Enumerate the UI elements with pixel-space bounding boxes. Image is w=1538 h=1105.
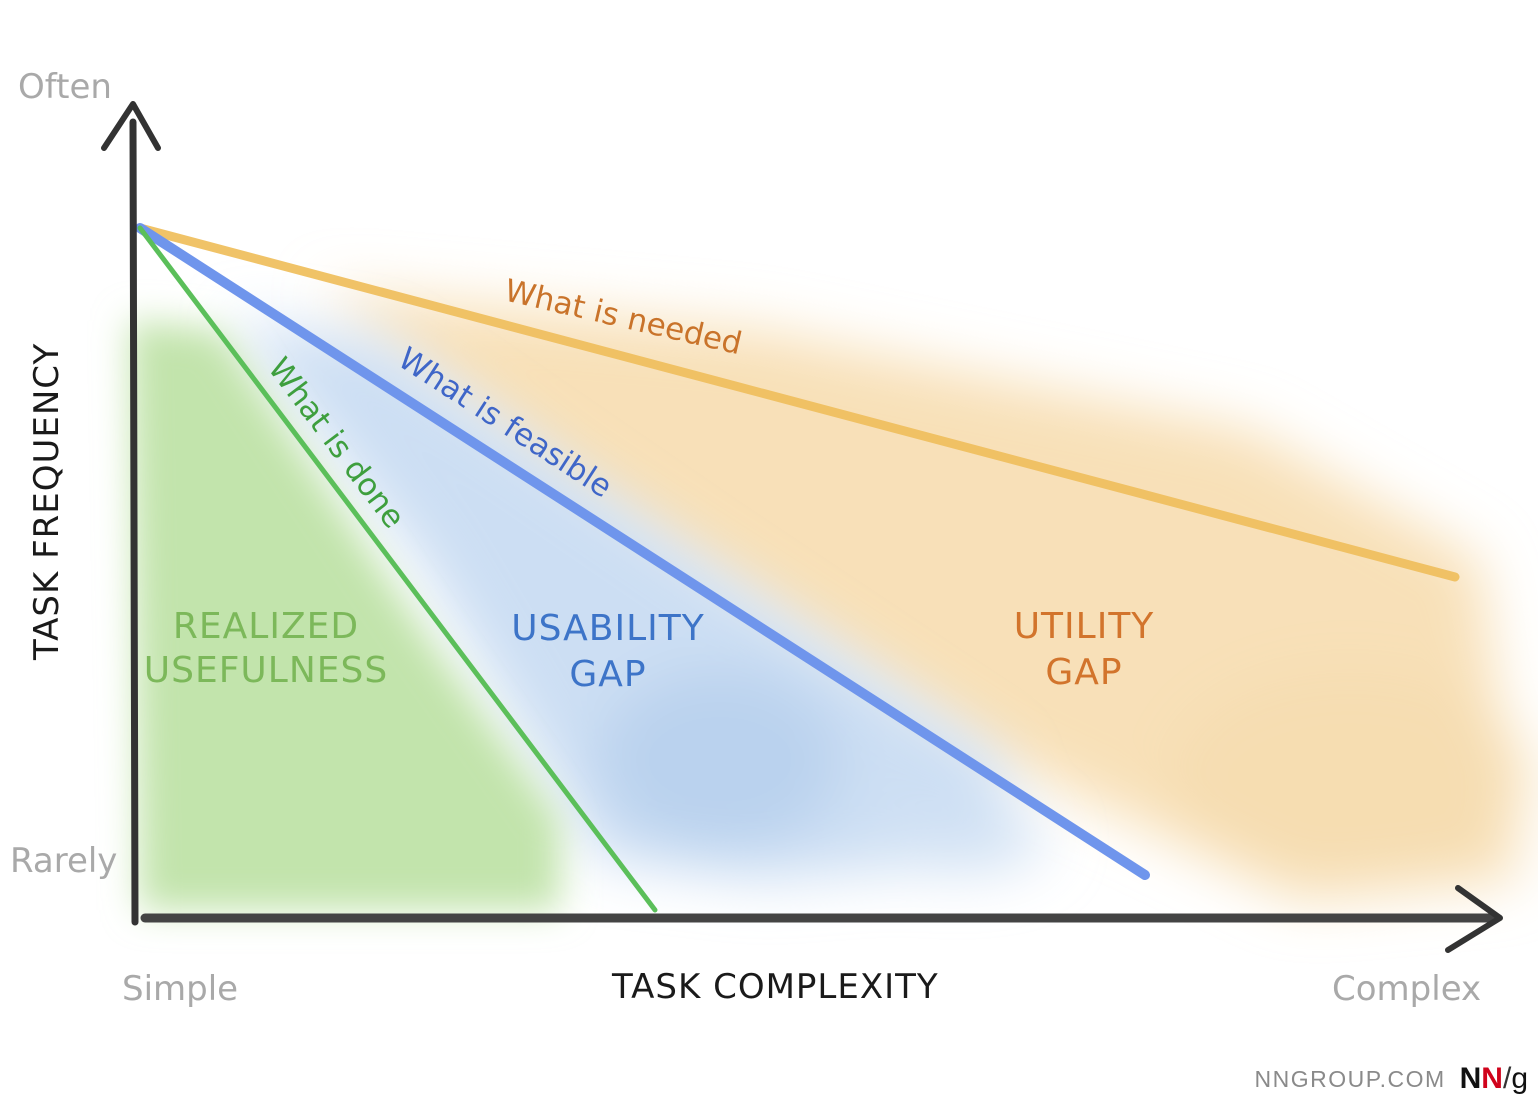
blue-fill-region: [230, 320, 1050, 880]
what-is-done-line: [137, 225, 658, 913]
utility-gap-label-line1: UTILITY: [1014, 606, 1155, 647]
logo-n2: N: [1481, 1062, 1503, 1095]
x-axis: [140, 885, 1503, 953]
y-axis: [101, 101, 161, 926]
usability-gap-label-line2: GAP: [569, 654, 646, 695]
what-is-feasible-line: [135, 223, 1150, 880]
x-axis-right-label: Complex: [1332, 969, 1481, 1009]
x-axis-left-label: Simple: [122, 969, 238, 1009]
realized-usefulness-label-line1: REALIZED: [173, 606, 359, 647]
footer-site-link[interactable]: NNGROUP.COM: [1254, 1065, 1446, 1092]
what-is-needed-line: [135, 223, 1460, 582]
y-axis-bottom-label: Rarely: [10, 841, 117, 881]
logo-n1: N: [1459, 1062, 1482, 1095]
utility-gap-label-line2: GAP: [1045, 652, 1122, 693]
y-axis-title: TASK FREQUENCY: [27, 343, 67, 661]
logo-slash: /: [1502, 1062, 1512, 1095]
y-axis-arrowhead: [101, 101, 161, 151]
nng-logo: NN/g: [1460, 1062, 1528, 1096]
footer: NNGROUP.COM NN/g: [1254, 1061, 1528, 1097]
usability-gap-label-line1: USABILITY: [511, 608, 704, 649]
realized-usefulness-label-line2: USEFULNESS: [144, 650, 388, 691]
logo-g: g: [1511, 1062, 1528, 1095]
y-axis-top-label: Often: [18, 67, 112, 107]
x-axis-arrowhead: [1445, 885, 1503, 953]
green-fill-region: [130, 320, 560, 910]
x-axis-title: TASK COMPLEXITY: [611, 967, 939, 1007]
orange-fill-region: [320, 290, 1530, 900]
